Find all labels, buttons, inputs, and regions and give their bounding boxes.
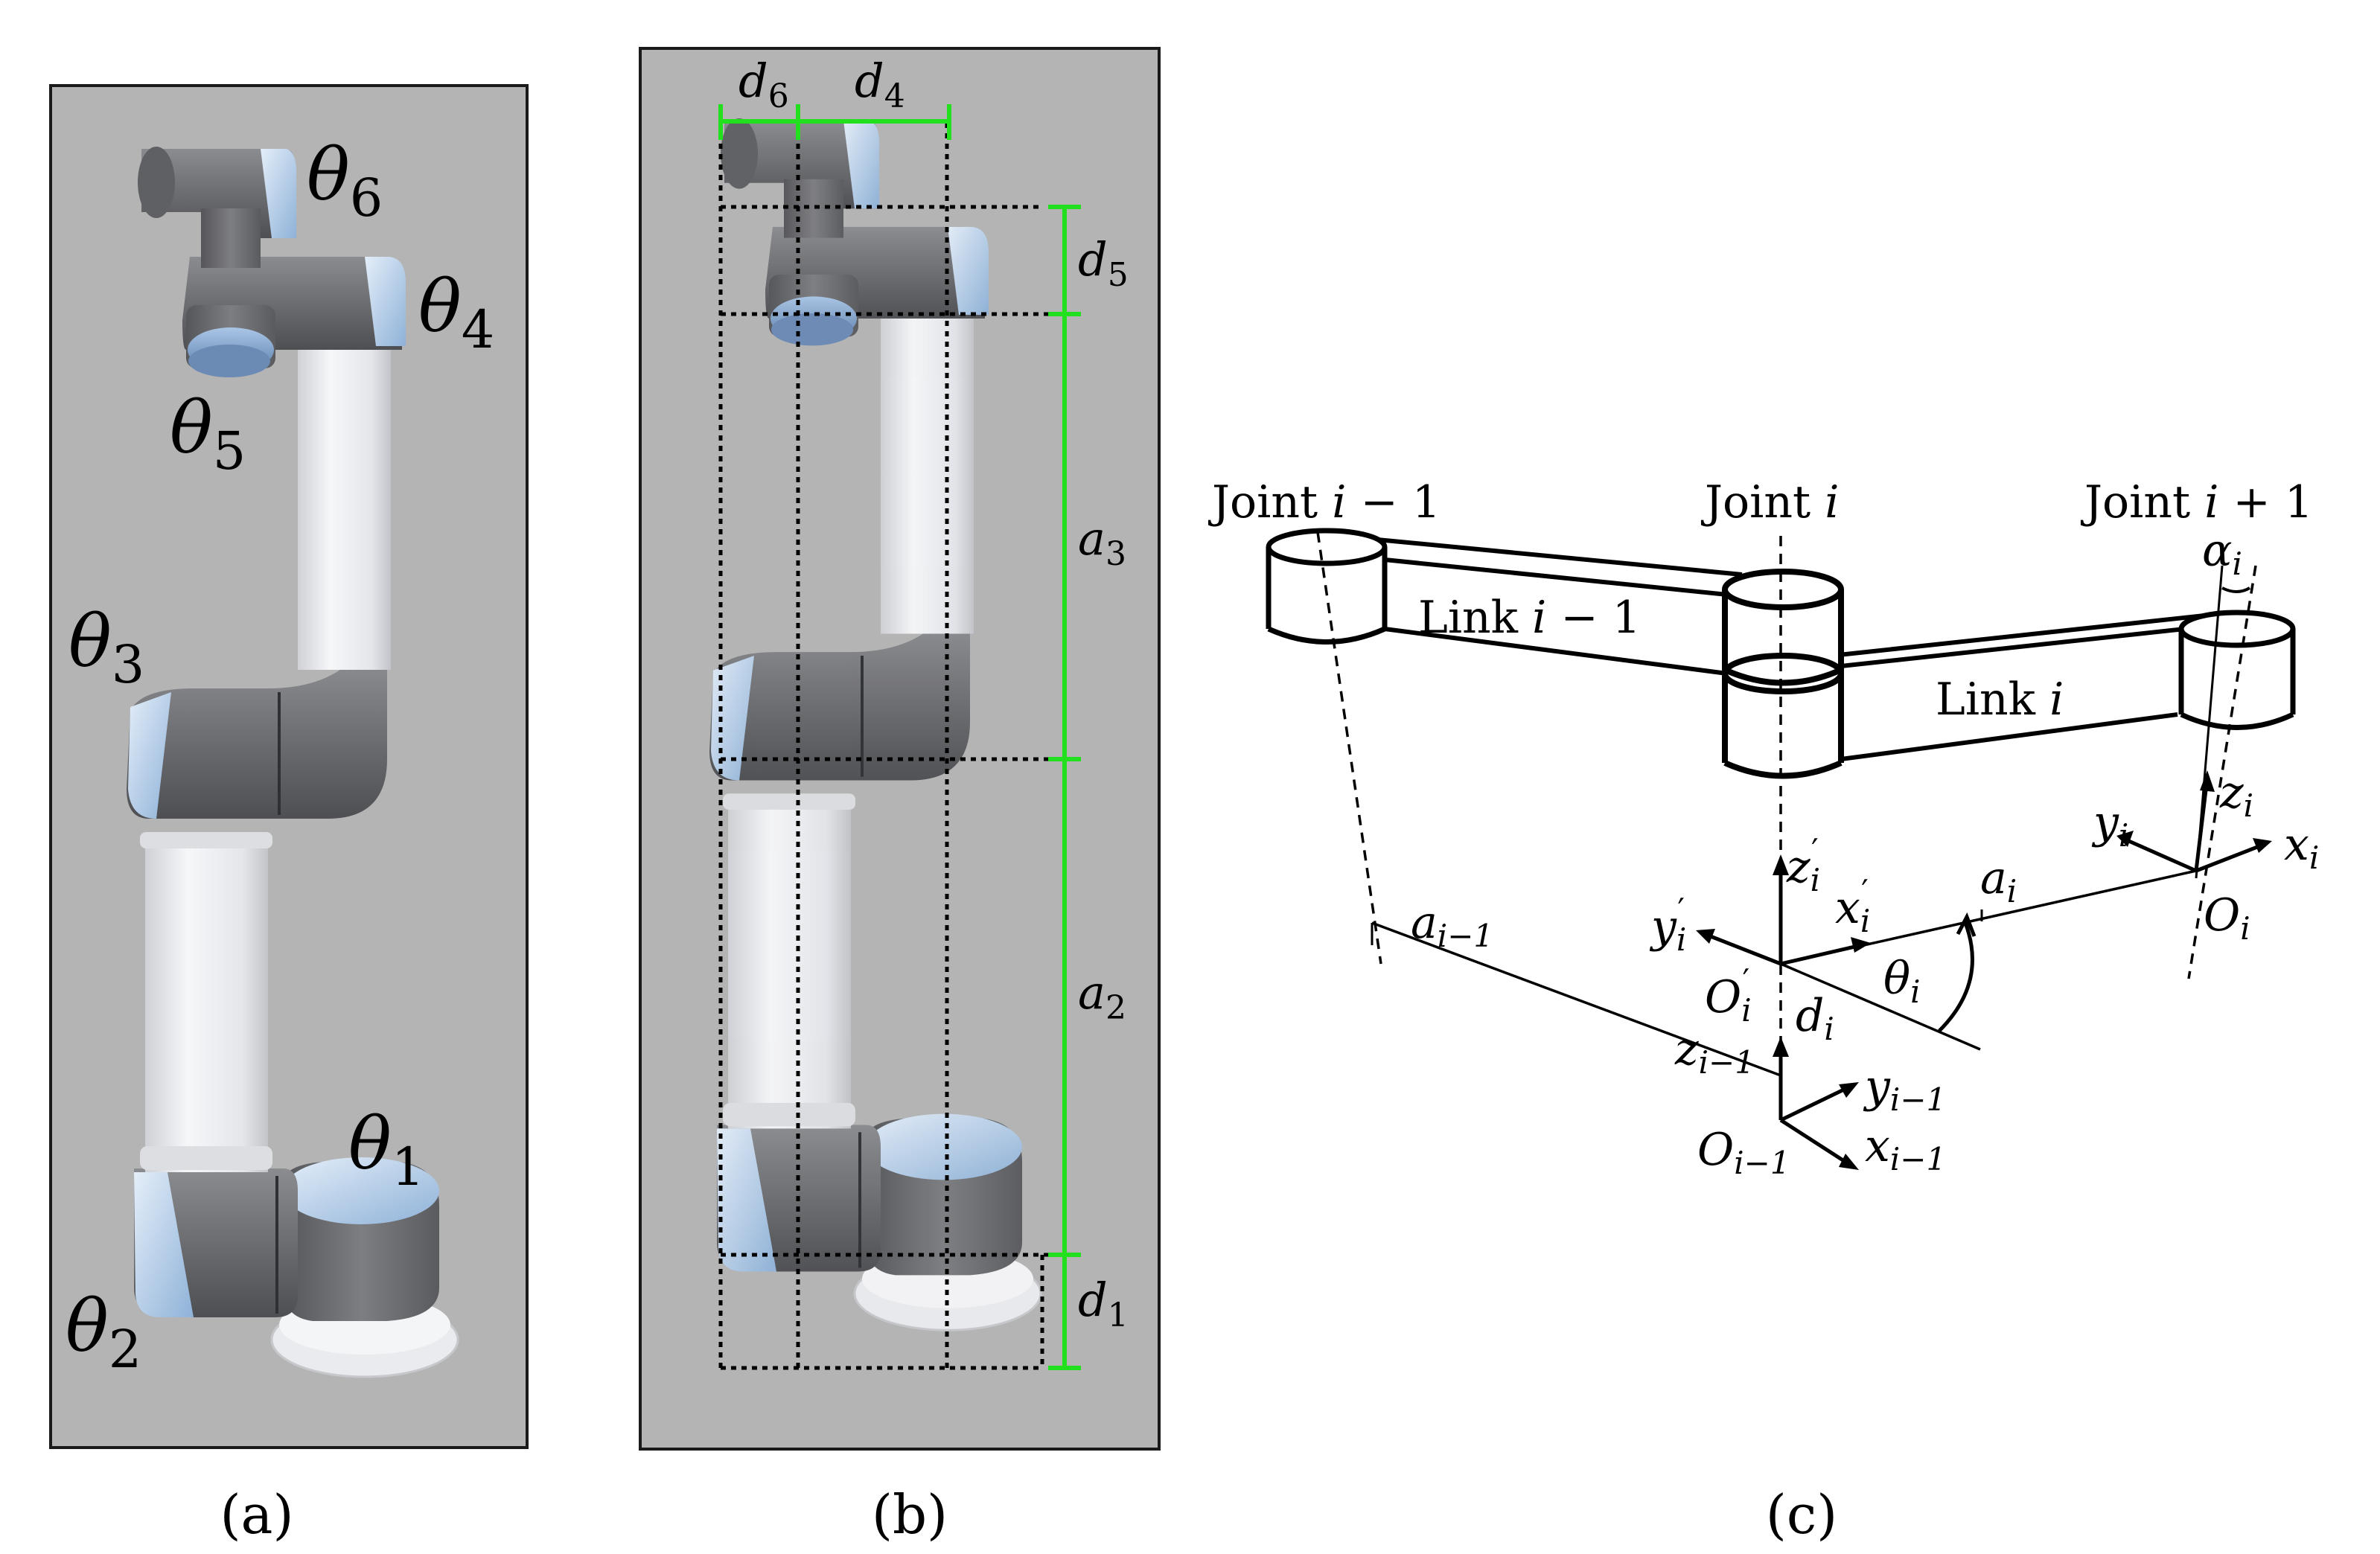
label-link-cur: Link i (1936, 674, 2064, 726)
common-normal-prev (1371, 921, 1781, 1077)
label-a-i-minus-1: ai−1 (1411, 897, 1493, 954)
label-d-i: di (1796, 990, 1834, 1047)
label-theta5: θ5 (170, 386, 246, 482)
joint-cylinder-prev (1266, 528, 1388, 645)
label-theta1: θ1 (348, 1102, 424, 1198)
dim-a3: a3 (1078, 511, 1126, 573)
link-prev (1376, 537, 1743, 676)
panel-b: d6 d4 d5 a3 a2 d1 (b) (639, 47, 1161, 1546)
label-alpha-i: αi (2202, 525, 2242, 582)
theta-arc (1938, 922, 1974, 1032)
label-y-i-minus-1: yi−1 (1863, 1061, 1946, 1118)
dim-d6: d6 (738, 54, 789, 115)
joint-cylinder-next (2178, 610, 2296, 730)
label-a-i: ai (1980, 852, 2017, 909)
dim-d5: d5 (1078, 232, 1129, 294)
label-x-i-minus-1: xi−1 (1865, 1120, 1946, 1177)
panel-a: θ1 θ2 θ3 θ4 θ5 θ6 (a) (49, 84, 529, 1546)
dim-d1: d1 (1078, 1273, 1129, 1334)
link-cur (1838, 612, 2219, 761)
alpha-arc (2221, 586, 2251, 593)
label-z-i-minus-1: zi−1 (1674, 1023, 1755, 1081)
dim-a2: a2 (1078, 965, 1126, 1027)
dimension-lines (718, 104, 1081, 1370)
panel-c: Joint i − 1 Joint i Joint i + 1 Link i −… (1207, 476, 2319, 1546)
label-theta6: θ6 (307, 133, 383, 228)
label-y-i: yi (2091, 796, 2128, 854)
label-theta3: θ3 (68, 600, 144, 695)
arrowheads (1696, 770, 2272, 1170)
label-O-i-minus-1: Oi−1 (1697, 1124, 1790, 1181)
caption-b: (b) (872, 1483, 948, 1546)
label-link-prev: Link i − 1 (1418, 592, 1641, 644)
label-z-i: zi (2219, 767, 2253, 824)
dim-d4: d4 (855, 54, 905, 115)
label-theta4: θ4 (418, 265, 494, 360)
frame-arrows (1704, 777, 2264, 1167)
label-y-i-prime: yi′ (1649, 892, 1686, 958)
x-prime-extension (1780, 962, 1981, 1051)
label-O-i: Oi (2204, 889, 2250, 947)
label-theta2: θ2 (66, 1285, 141, 1380)
joint-axes (1316, 531, 2257, 1124)
label-x-i-prime: xi′ (1835, 873, 1870, 939)
label-joint-prev: Joint i − 1 (1207, 476, 1441, 528)
label-joint-cur: Joint i (1700, 476, 1839, 528)
label-z-i-prime: zi′ (1786, 832, 1820, 898)
label-x-i: xi (2284, 819, 2319, 876)
label-O-i-prime: Oi′ (1705, 962, 1752, 1029)
caption-c: (c) (1766, 1483, 1838, 1546)
joint-cylinder-cur (1722, 569, 1844, 779)
caption-a: (a) (220, 1483, 293, 1546)
theta-arrowhead (1956, 912, 1977, 937)
label-joint-next: Joint i + 1 (2080, 476, 2313, 528)
dotted-construction-lines (718, 123, 1065, 1370)
label-theta-i: θi (1883, 953, 1921, 1010)
